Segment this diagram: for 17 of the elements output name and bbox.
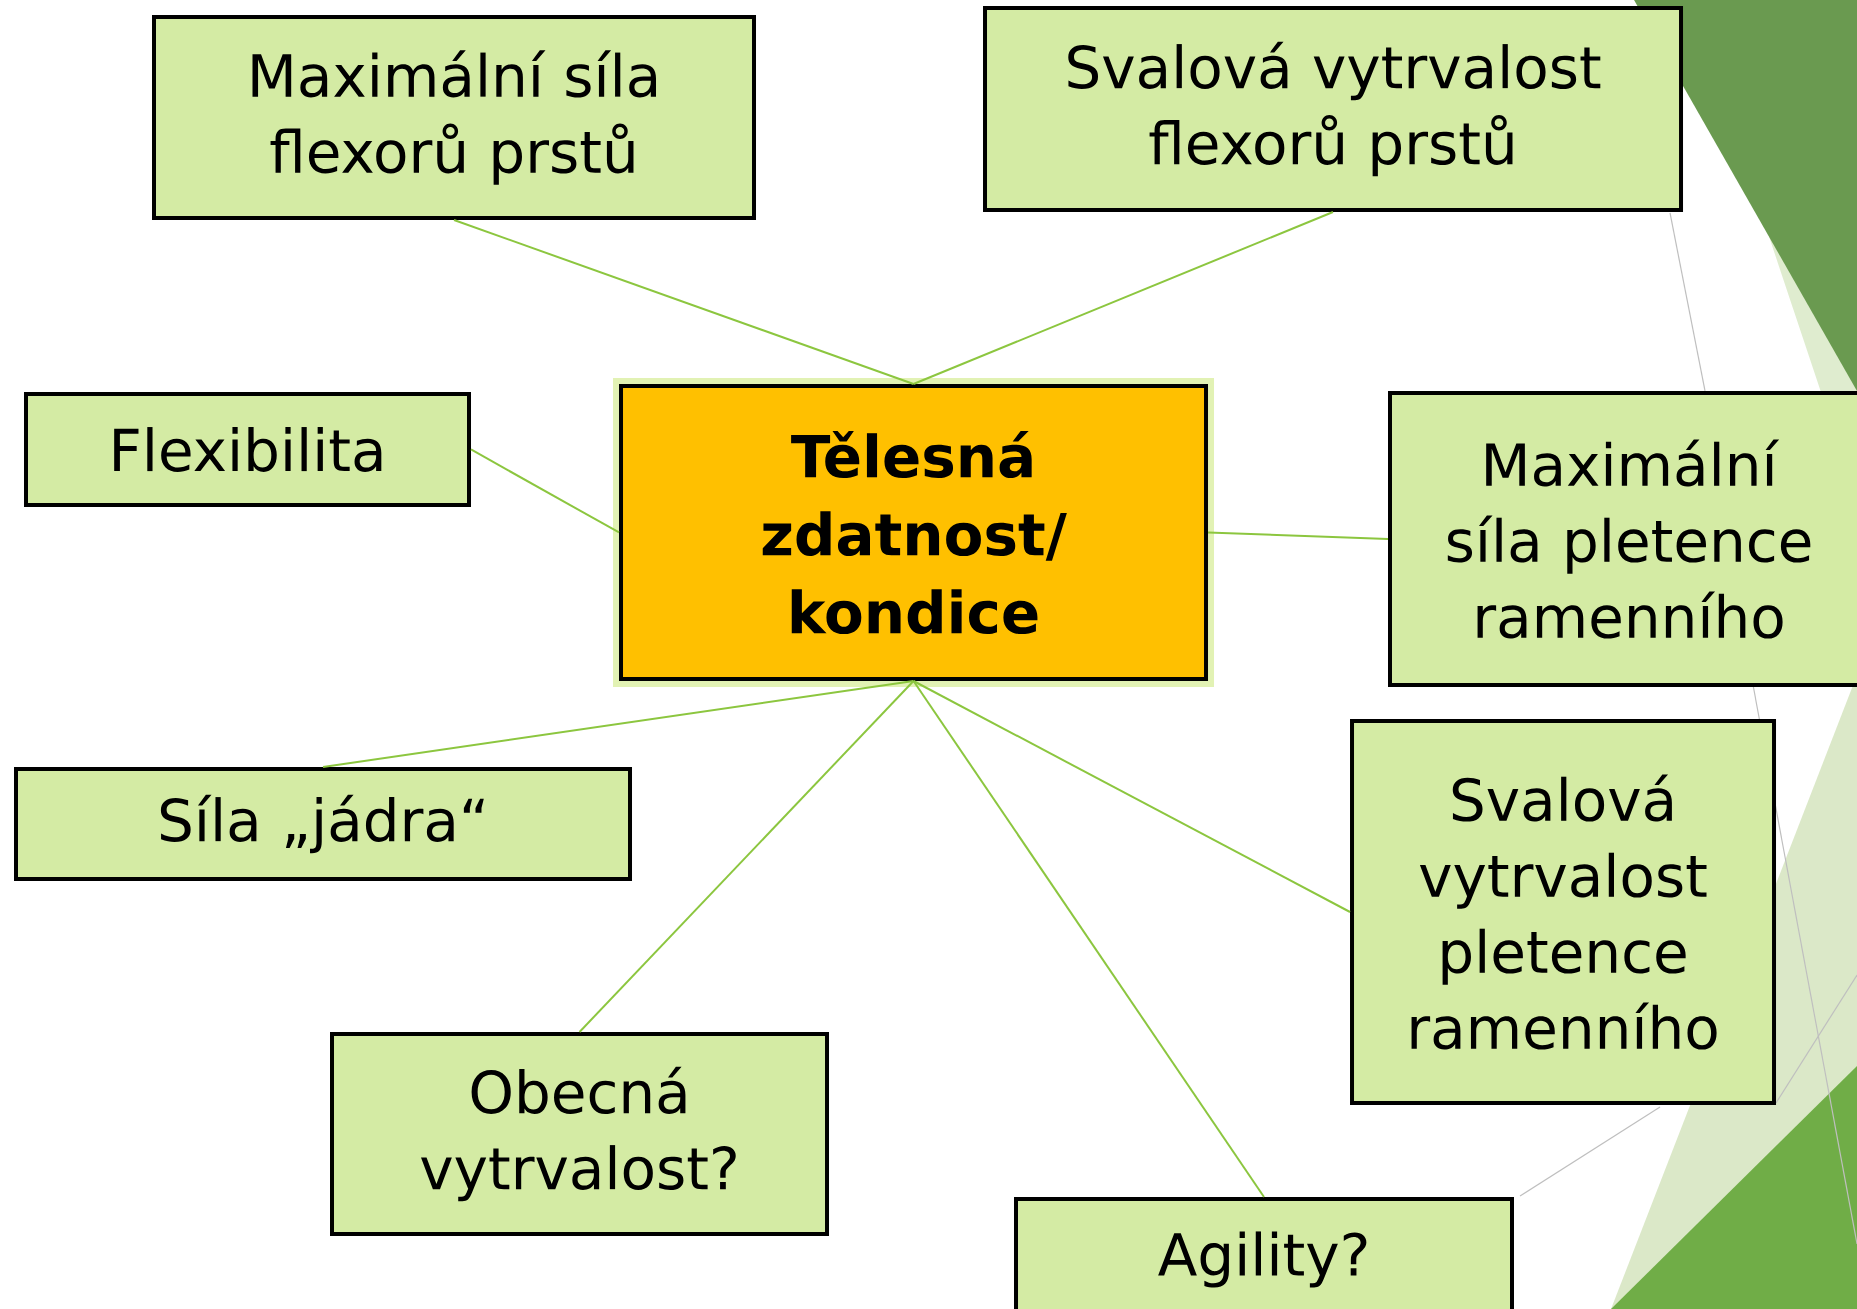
topic-box: Síla „jádra“ [14,767,632,881]
topic-box: Flexibilita [24,392,471,507]
connector-line [1207,531,1389,540]
topic-box: Agility? [1014,1197,1514,1309]
connector-line [322,680,915,768]
topic-box: Svalová vytrvalost flexorů prstů [983,6,1683,212]
topic-box: Svalová vytrvalost pletence ramenního [1350,719,1776,1105]
connector-line [912,680,1265,1198]
connector-line [578,680,915,1033]
topic-box: Maximální síla pletence ramenního [1388,391,1857,687]
topic-box: Obecná vytrvalost? [330,1032,829,1236]
topic-box: Maximální síla flexorů prstů [152,15,756,220]
connector-line [453,219,915,385]
connector-line [912,680,1351,913]
central-box: Tělesná zdatnost/ kondice [613,378,1214,687]
connector-line [912,211,1334,385]
connector-line [470,448,620,534]
